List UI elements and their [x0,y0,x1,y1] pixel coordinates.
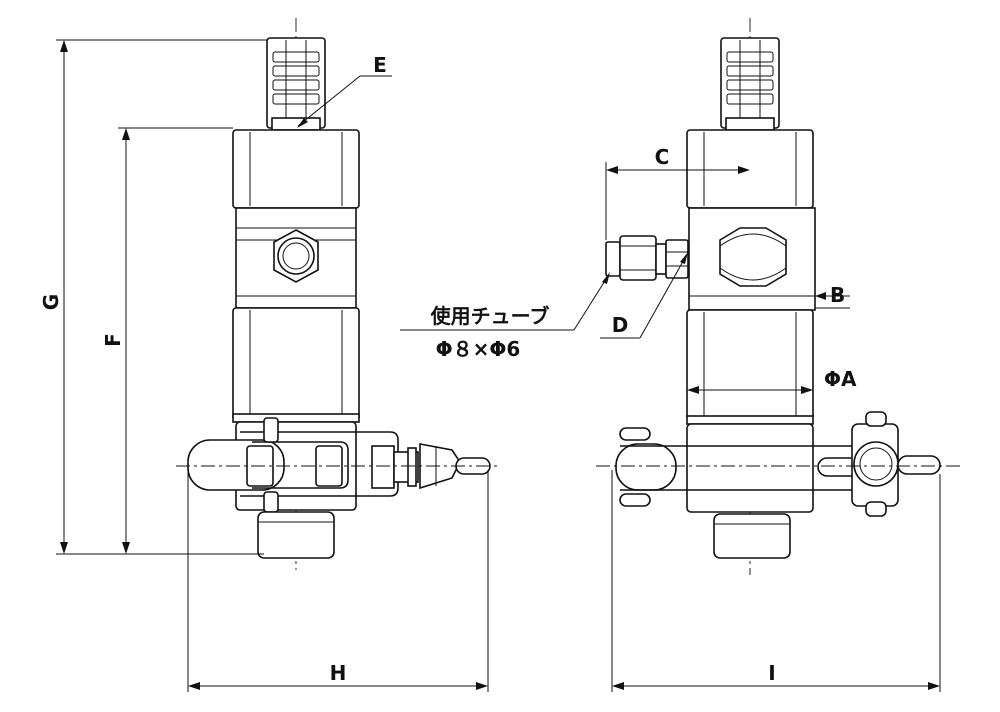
side-bottom-stub [713,513,791,559]
label-G: G [39,294,63,310]
label-F: F [101,333,125,347]
front-clamp [187,417,491,513]
label-A: ΦA [824,367,857,391]
dim-C: C [605,145,750,240]
side-tube-fitting [605,235,689,281]
dim-H: H [187,470,489,692]
label-D: D [612,313,629,337]
front-bottom-stub [257,511,335,559]
tube-note: 使用チューブ Φ８×Φ6 [400,272,610,361]
label-E: E [373,53,387,77]
tube-note-line1: 使用チューブ [430,304,550,328]
tube-note-line2: Φ８×Φ6 [436,337,521,361]
label-H: H [330,661,347,685]
side-clamp [615,411,941,517]
dim-D: D [600,252,688,339]
label-B: B [830,283,845,307]
dim-B: B [815,283,850,309]
side-vent-cap [720,37,780,131]
front-port-fitting [273,229,319,283]
dim-F: F [101,127,233,554]
front-vent-cap [266,37,326,131]
side-view: C B ΦA D I [400,18,960,692]
dim-I: I [611,470,941,692]
side-main-body [686,129,816,425]
label-I: I [768,661,775,685]
label-C: C [655,145,670,169]
front-main-body [232,129,360,423]
dim-A: ΦA [687,367,857,394]
dim-G: G [39,39,267,555]
front-view: G F E H [39,18,500,692]
dim-E: E [297,53,392,128]
